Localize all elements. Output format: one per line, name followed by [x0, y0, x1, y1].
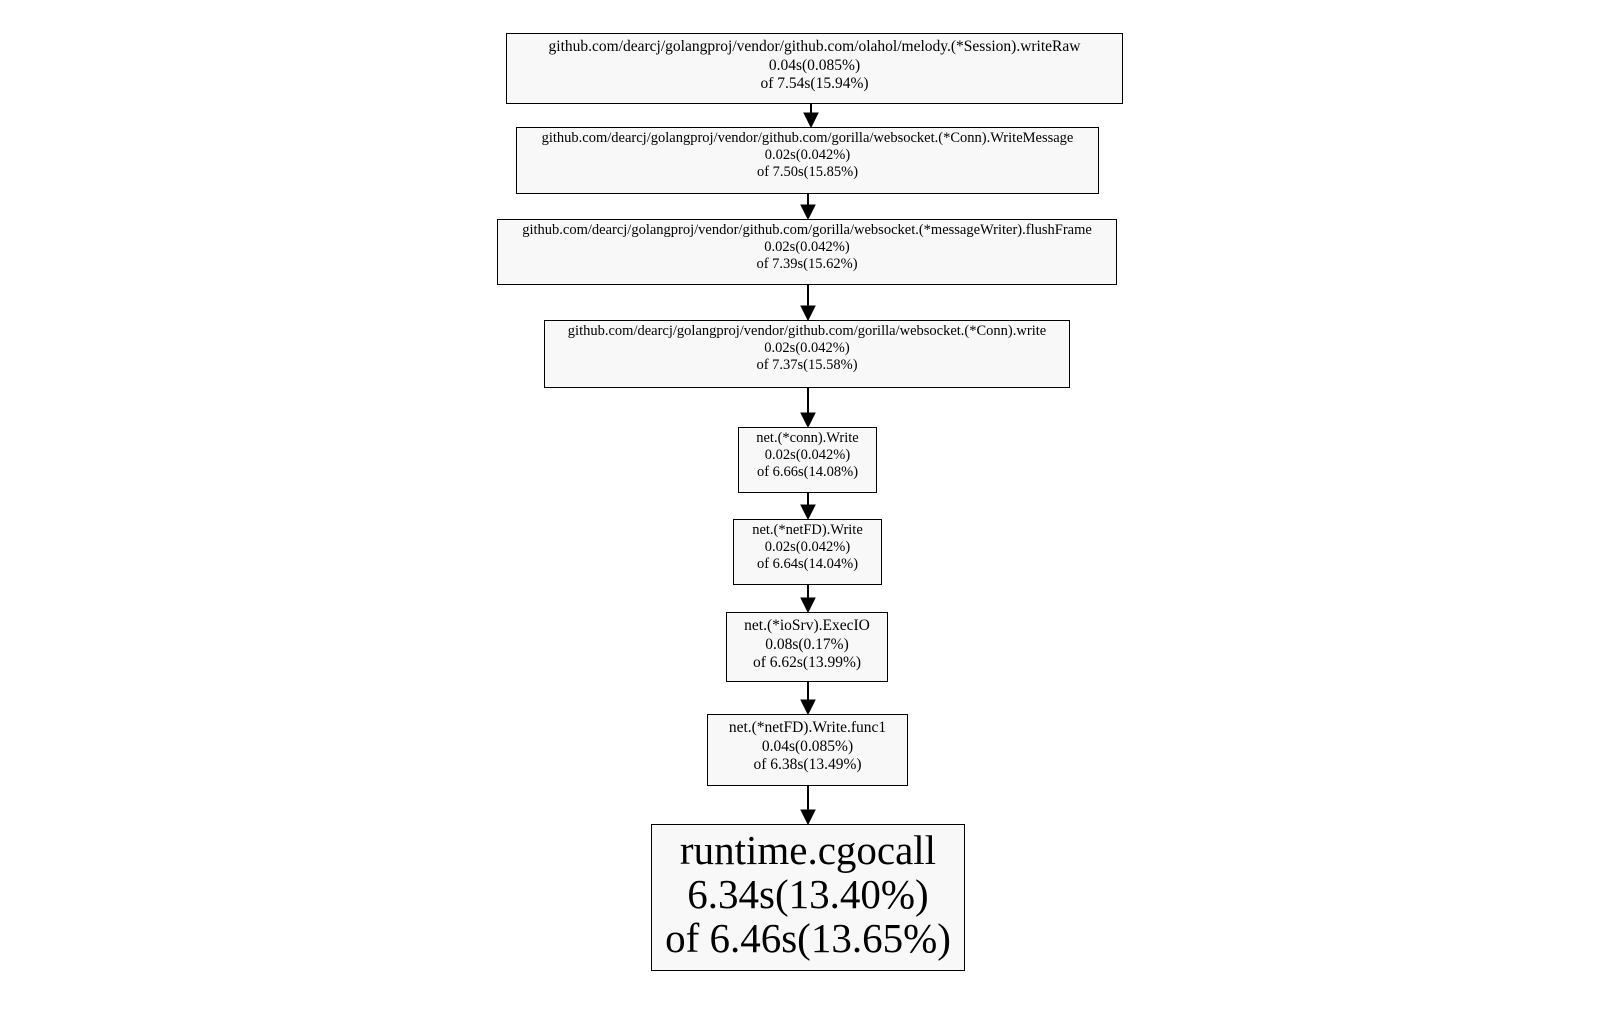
node-flat-time: 6.34s(13.40%) — [687, 871, 929, 917]
edge-execio-to-writefunc1 — [800, 682, 816, 716]
node-function-name: net.(*ioSrv).ExecIO — [744, 617, 870, 634]
node-cumulative-time: of 7.54s(15.94%) — [760, 75, 869, 92]
edge-writemessage-to-flushframe — [800, 194, 816, 221]
node-cumulative-time: of 7.37s(15.58%) — [756, 357, 858, 373]
node-flat-time: 0.02s(0.042%) — [764, 147, 851, 163]
node-function-name: net.(*conn).Write — [756, 430, 859, 446]
node-cumulative-time: of 6.66s(14.08%) — [756, 464, 859, 480]
node-function-name: github.com/dearcj/golangproj/vendor/gith… — [548, 38, 1081, 55]
node-cumulative-time: of 6.38s(13.49%) — [753, 756, 862, 773]
node-cumulative-time: of 7.39s(15.62%) — [756, 256, 858, 272]
node-melody-session-writeraw[interactable]: github.com/dearcj/golangproj/vendor/gith… — [506, 33, 1123, 104]
node-websocket-conn-write[interactable]: github.com/dearcj/golangproj/vendor/gith… — [544, 320, 1070, 388]
node-net-iosrv-execio[interactable]: net.(*ioSrv).ExecIO 0.08s(0.17%) of 6.62… — [726, 612, 888, 682]
node-net-netfd-write-func1[interactable]: net.(*netFD).Write.func1 0.04s(0.085%) o… — [707, 714, 908, 786]
edge-flushframe-to-connwrite — [800, 285, 816, 322]
node-websocket-messagewriter-flushframe[interactable]: github.com/dearcj/golangproj/vendor/gith… — [497, 219, 1117, 285]
node-function-name: github.com/dearcj/golangproj/vendor/gith… — [567, 323, 1047, 339]
node-cumulative-time: of 6.62s(13.99%) — [752, 654, 862, 671]
node-function-name: runtime.cgocall — [679, 827, 937, 873]
node-function-name: github.com/dearcj/golangproj/vendor/gith… — [541, 130, 1074, 146]
node-flat-time: 0.02s(0.042%) — [764, 539, 851, 555]
node-cumulative-time: of 6.64s(14.04%) — [756, 556, 859, 572]
node-function-name: net.(*netFD).Write — [752, 522, 863, 538]
node-function-name: net.(*netFD).Write.func1 — [728, 719, 887, 736]
edge-writeraw-to-writemessage — [803, 104, 819, 129]
node-runtime-cgocall[interactable]: runtime.cgocall 6.34s(13.40%) of 6.46s(1… — [651, 824, 965, 971]
node-net-conn-write[interactable]: net.(*conn).Write 0.02s(0.042%) of 6.66s… — [738, 427, 877, 493]
node-function-name: github.com/dearcj/golangproj/vendor/gith… — [522, 222, 1092, 238]
node-cumulative-time: of 7.50s(15.85%) — [756, 164, 859, 180]
node-websocket-conn-writemessage[interactable]: github.com/dearcj/golangproj/vendor/gith… — [516, 127, 1099, 194]
edge-writefunc1-to-cgocall — [800, 786, 816, 826]
node-flat-time: 0.02s(0.042%) — [764, 340, 850, 356]
edge-netfdwrite-to-execio — [800, 585, 816, 614]
edge-connwrite-to-netconnwrite — [800, 388, 816, 429]
node-cumulative-time: of 6.46s(13.65%) — [665, 915, 951, 961]
edge-netconnwrite-to-netfdwrite — [800, 493, 816, 521]
node-flat-time: 0.04s(0.085%) — [761, 737, 854, 755]
node-flat-time: 0.02s(0.042%) — [764, 447, 851, 463]
node-net-netfd-write[interactable]: net.(*netFD).Write 0.02s(0.042%) of 6.64… — [733, 519, 882, 585]
node-flat-time: 0.02s(0.042%) — [764, 239, 850, 255]
node-flat-time: 0.04s(0.085%) — [768, 56, 861, 74]
node-flat-time: 0.08s(0.17%) — [765, 635, 849, 653]
